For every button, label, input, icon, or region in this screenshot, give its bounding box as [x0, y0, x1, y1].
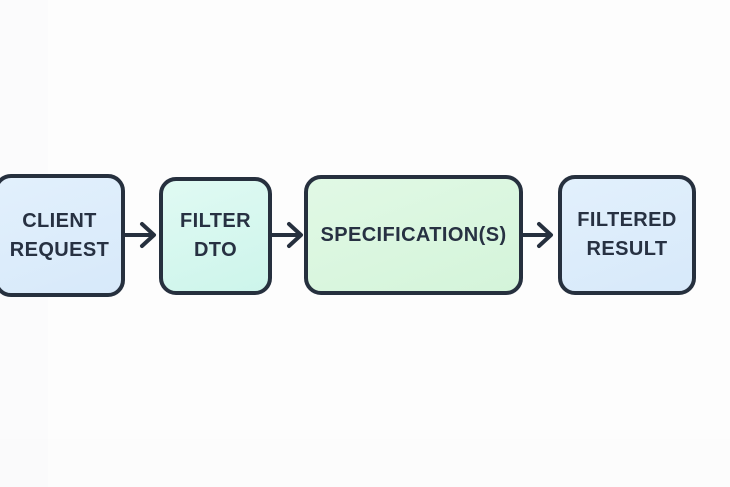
node-specifications: SPECIFICATION(S)	[304, 175, 523, 295]
node-client-request: CLIENT REQUEST	[0, 174, 125, 297]
node-label: CLIENT	[22, 209, 97, 232]
right-arrow-icon	[124, 219, 158, 251]
node-label: FILTER	[180, 210, 251, 232]
node-label: DTO	[193, 239, 238, 261]
node-label: SPECIFICATION(S)	[320, 223, 507, 246]
node-filter-dto: FILTER DTO	[159, 177, 272, 295]
right-arrow-icon	[521, 219, 555, 251]
right-arrow-icon	[271, 219, 305, 251]
node-label: FILTERED	[577, 209, 677, 231]
node-label: RESULT	[586, 238, 668, 260]
node-label: REQUEST	[9, 238, 110, 261]
node-filtered-result: FILTERED RESULT	[558, 175, 696, 295]
